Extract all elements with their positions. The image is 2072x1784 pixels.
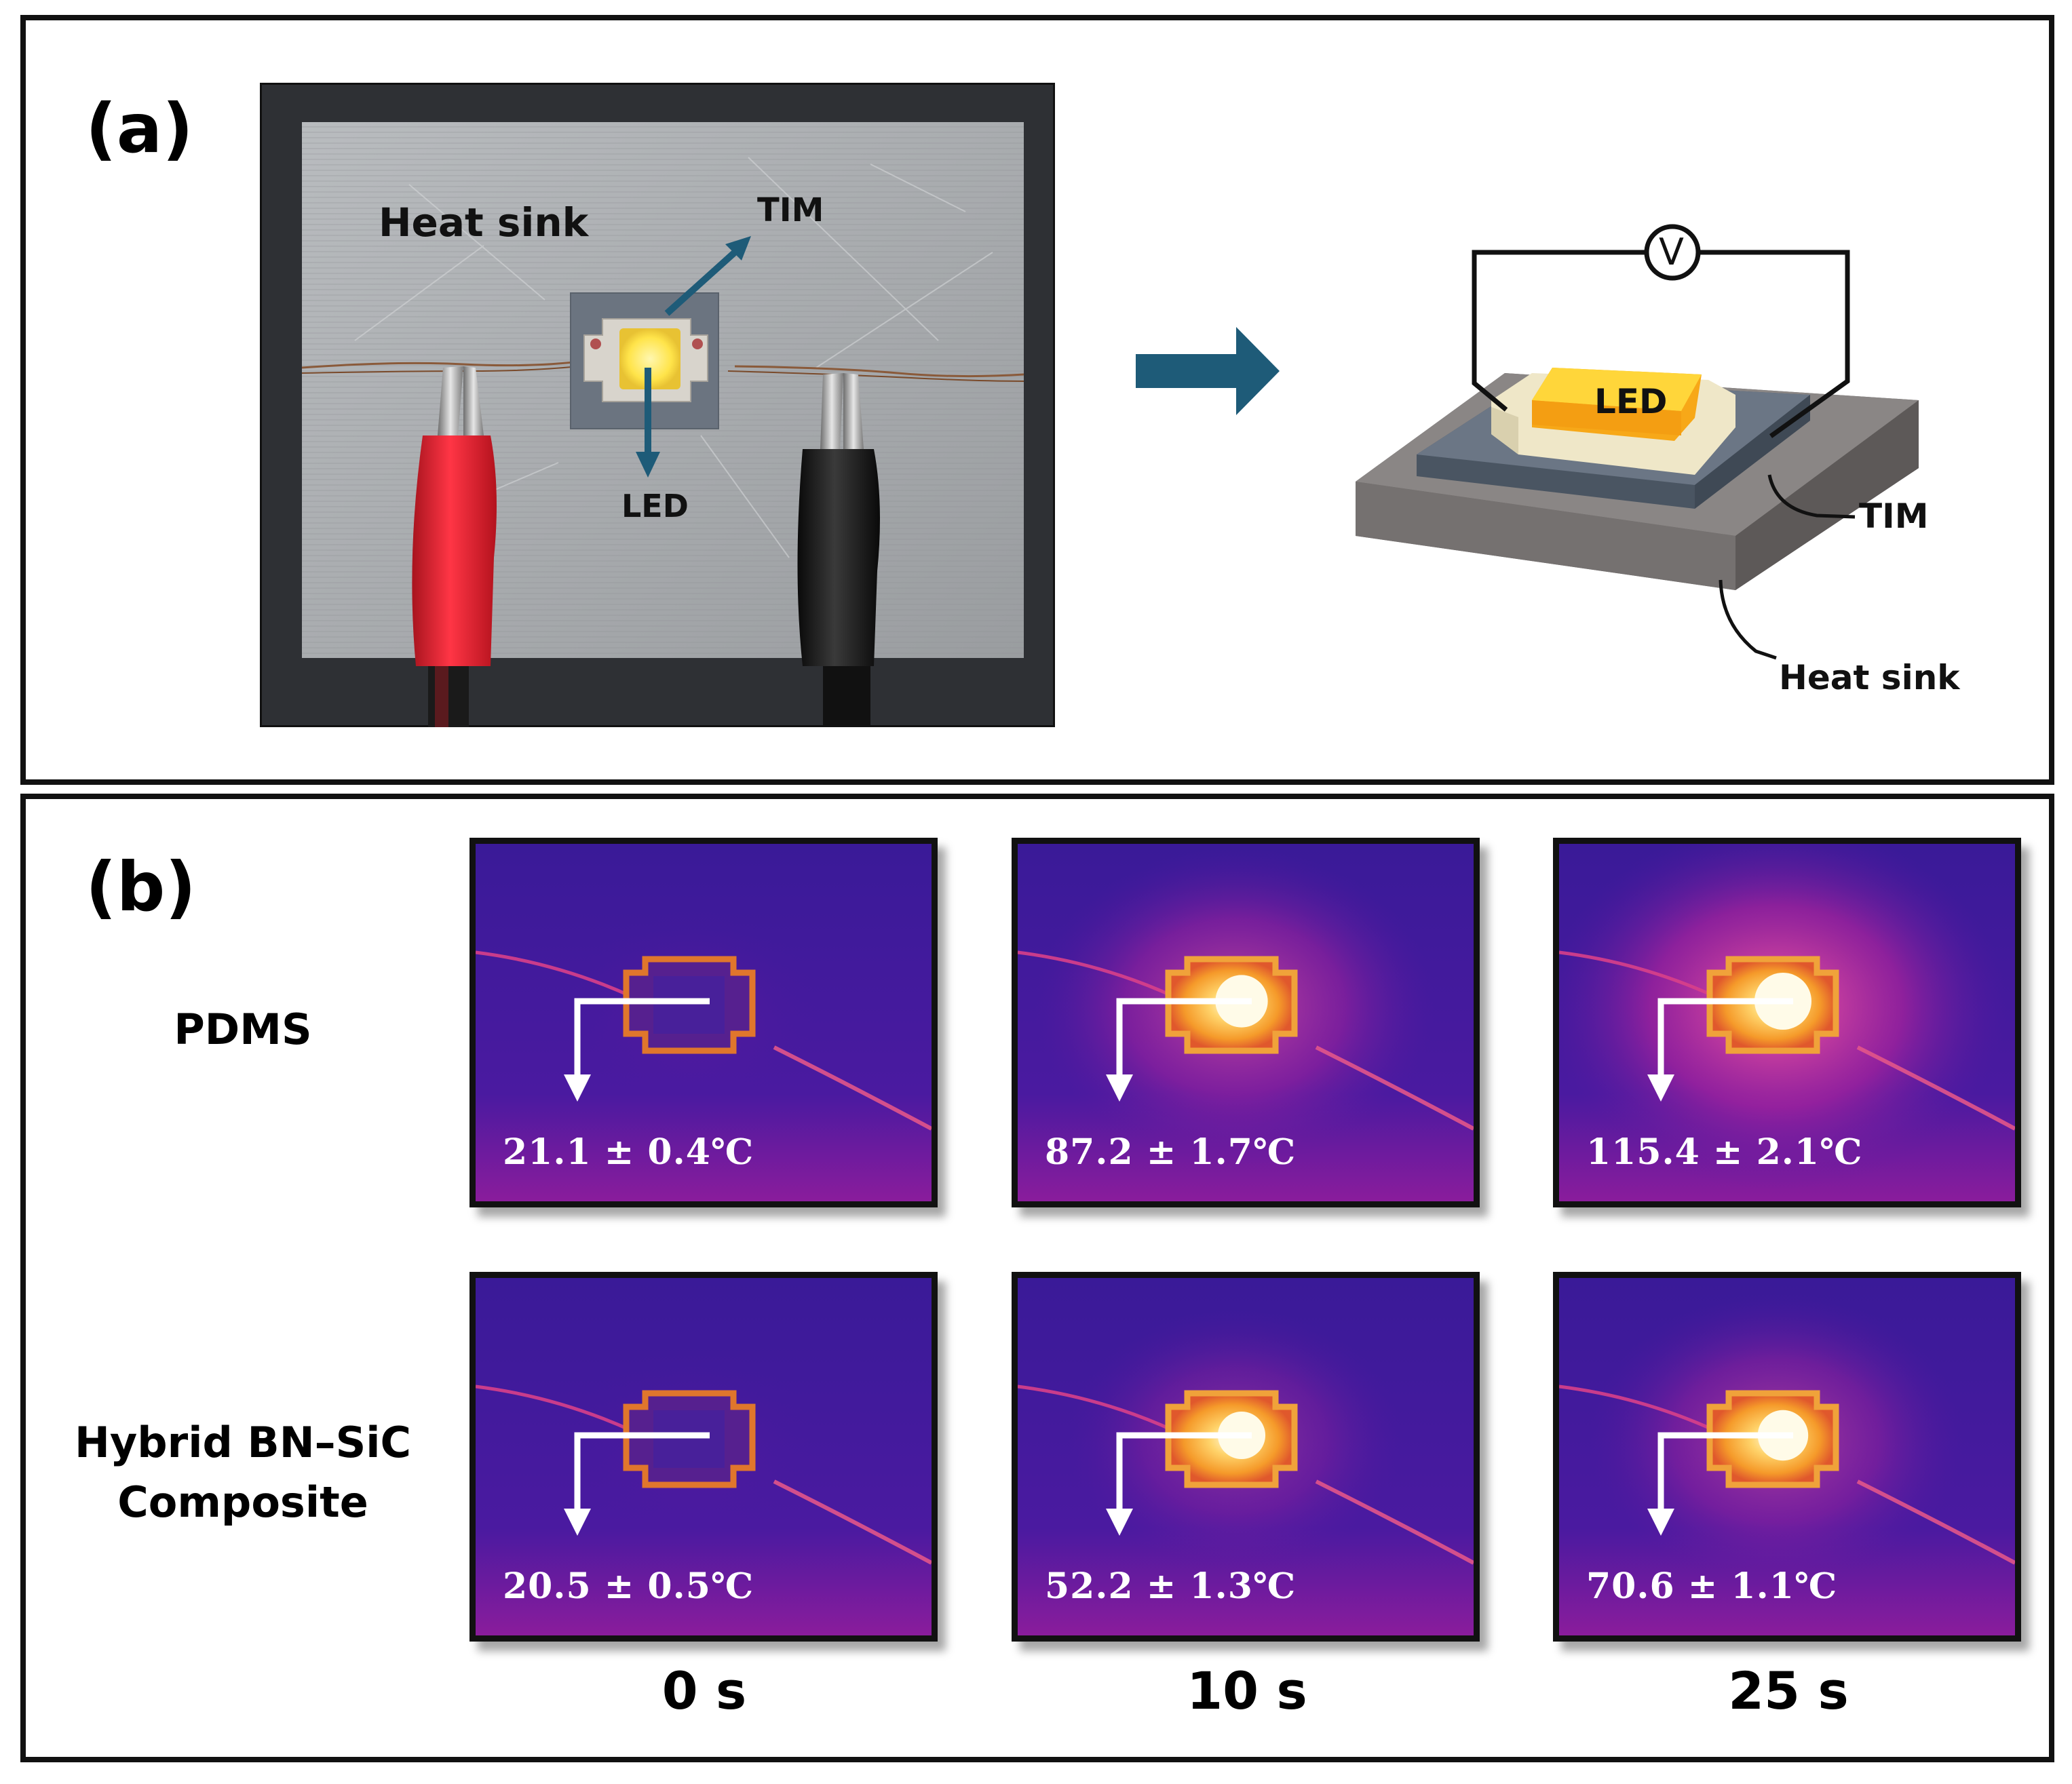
led-heat-sink-photo: Heat sink TIM LED [260,83,1055,727]
row-label-pdms: PDMS [174,1005,312,1054]
photo-tim-label: TIM [757,191,824,229]
panel-b: (b) PDMS Hybrid BN–SiC Composite 21.1 ± … [20,794,2054,1762]
temperature-label: 20.5 ± 0.5℃ [503,1566,754,1607]
right-arrow-icon [1136,327,1280,415]
time-label-0: 0 s [661,1661,747,1721]
photo-led-label: LED [621,488,689,524]
thermal-image: 115.4 ± 2.1℃ [1553,838,2021,1207]
thermal-image: 21.1 ± 0.4℃ [469,838,938,1207]
thermal-image: 87.2 ± 1.7℃ [1012,838,1480,1207]
panel-a: (a) [20,15,2054,785]
voltmeter-label: V [1659,231,1684,273]
panel-b-label: (b) [85,847,196,927]
temperature-label: 87.2 ± 1.7℃ [1045,1131,1297,1173]
panel-a-label: (a) [85,89,193,168]
temperature-label: 70.6 ± 1.1℃ [1586,1566,1838,1607]
thermal-image: 20.5 ± 0.5℃ [469,1272,938,1642]
time-label-2: 25 s [1728,1661,1849,1721]
schematic-led-label: LED [1594,382,1668,421]
photo-heat-sink-label: Heat sink [379,199,589,246]
schematic-tim-label: TIM [1859,497,1929,536]
time-label-1: 10 s [1187,1661,1307,1721]
temperature-label: 21.1 ± 0.4℃ [503,1131,754,1173]
temperature-label: 52.2 ± 1.3℃ [1045,1566,1297,1607]
led-schematic: V LED TIM Heat sink [1328,183,2020,739]
schematic-heat-sink-label: Heat sink [1779,658,1960,697]
row-label-hybrid: Hybrid BN–SiC Composite [74,1418,412,1528]
temperature-label: 115.4 ± 2.1℃ [1586,1131,1863,1173]
thermal-image: 70.6 ± 1.1℃ [1553,1272,2021,1642]
thermal-image: 52.2 ± 1.3℃ [1012,1272,1480,1642]
